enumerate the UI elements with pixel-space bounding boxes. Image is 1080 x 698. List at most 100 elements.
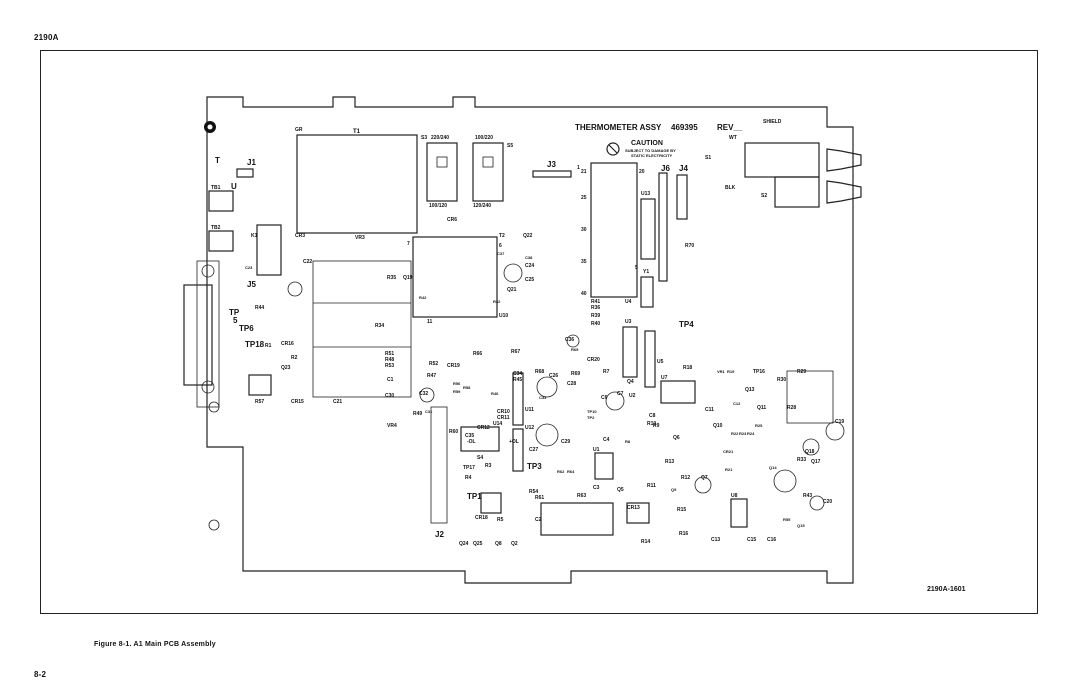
sensor-connector-s2 — [774, 176, 820, 208]
tp18-label: TP18 — [245, 340, 265, 349]
r70-label: R70 — [685, 243, 694, 249]
potentiometer-r14 — [626, 502, 650, 524]
r55-label: R55 — [783, 517, 791, 522]
t1-label: T1 — [353, 129, 361, 135]
j5-screw — [201, 264, 215, 278]
pin-40-label: 40 — [581, 291, 587, 297]
tp6-label: TP6 — [239, 324, 254, 333]
header-document-code: 2190A — [34, 33, 59, 42]
transformer-t2 — [412, 236, 498, 318]
c27-label: C27 — [529, 447, 538, 453]
r62-label: R62 — [557, 469, 565, 474]
q5-label: Q5 — [617, 487, 624, 493]
r64-label: R64 — [567, 469, 575, 474]
voltage-b-bottom: 120/240 — [473, 203, 491, 209]
board-outline — [206, 96, 854, 584]
capacitor-c32 — [419, 387, 435, 403]
vr3-label: VR3 — [355, 235, 365, 241]
q15-label: Q15 — [797, 523, 805, 528]
r61-label: R61 — [535, 495, 544, 501]
r9-label: R9 — [653, 423, 660, 429]
r4-label: R4 — [465, 475, 472, 481]
resistor-network-right — [786, 370, 834, 424]
r53-label: R53 — [385, 363, 394, 369]
voltage-a-top: 220/240 — [431, 135, 449, 141]
u12-label: U12 — [525, 425, 534, 431]
r45-label: R45 — [513, 377, 522, 383]
c31-label: C31 — [425, 409, 433, 414]
q22-label: Q22 — [523, 233, 533, 239]
vr4-label: VR4 — [387, 423, 397, 429]
c34-label: C34 — [513, 371, 522, 377]
r57-label: R57 — [255, 399, 264, 405]
crystal-y1 — [640, 276, 654, 308]
r14-label: R14 — [641, 539, 650, 545]
caution-line-2: STATIC ELECTRICITY — [631, 153, 673, 158]
j6-label: J6 — [661, 164, 670, 173]
shield-label: SHIELD — [763, 119, 782, 125]
figure-caption: Figure 8-1. A1 Main PCB Assembly — [94, 641, 216, 648]
pin-20-label: 20 — [639, 169, 645, 175]
tp3-label: TP3 — [527, 462, 542, 471]
u3-label: U3 — [625, 319, 632, 325]
capacitor-c20 — [809, 495, 825, 511]
t2-label: T2 — [499, 233, 505, 239]
switch-s3-knob — [436, 156, 448, 168]
cr13-label: CR13 — [627, 505, 640, 511]
esd-warning-icon-slash — [608, 144, 618, 154]
q24-label: Q24 — [459, 541, 469, 547]
r23-label: R23 — [739, 431, 747, 436]
r7-label: R7 — [603, 369, 610, 375]
r2-label: R2 — [291, 355, 298, 361]
j3-label: J3 — [547, 160, 556, 169]
pin-30-label: 30 — [581, 227, 587, 233]
u7-label: U7 — [661, 375, 668, 381]
vr1-label: VR1 — [717, 369, 726, 374]
cr6-label: CR6 — [447, 217, 457, 223]
r28-label: R28 — [787, 405, 796, 411]
j1-header — [236, 168, 254, 178]
cr20-label: CR20 — [587, 357, 600, 363]
wt-label: WT — [729, 135, 737, 141]
r30-label: R30 — [777, 377, 786, 383]
c36-label: C36 — [565, 337, 574, 343]
c6-label: C6 — [601, 395, 608, 401]
r44-label: R44 — [255, 305, 264, 311]
tp1-box — [480, 492, 502, 514]
r56-label: R56 — [453, 381, 461, 386]
figure-id: 2190A-1601 — [927, 586, 966, 593]
tp1-label: TP1 — [467, 492, 482, 501]
s2-label: S2 — [761, 193, 767, 199]
q11-label: Q11 — [757, 405, 766, 411]
r15-label: R15 — [677, 507, 686, 513]
j4-header — [676, 174, 688, 220]
pin-1-label: 1 — [577, 165, 580, 171]
q4-label: Q4 — [627, 379, 634, 385]
c22-label: C22 — [303, 259, 312, 265]
caution-title: CAUTION — [631, 140, 663, 147]
capacitor-c2 — [540, 502, 614, 536]
switch-s5-knob — [482, 156, 494, 168]
gr-label: GR — [295, 127, 303, 133]
pcb-assembly-drawing: THERMOMETER ASSY 469395 REV__ SHIELD CAU… — [183, 96, 966, 593]
c24-label: C24 — [525, 263, 534, 269]
pin-11-label: 11 — [427, 319, 433, 325]
plus-ol-label: +OL — [509, 439, 519, 445]
c33-label: C33 — [539, 395, 547, 400]
tp17-label: TP17 — [463, 465, 475, 471]
u-label: U — [231, 182, 237, 191]
r18-label: R18 — [683, 365, 692, 371]
r67-label: R67 — [511, 349, 520, 355]
c32-label: C32 — [419, 391, 428, 397]
c16-label: C16 — [767, 537, 776, 543]
c25-label: C25 — [525, 277, 534, 283]
cr16-label: CR16 — [281, 341, 294, 347]
q23-label: Q23 — [281, 365, 291, 371]
j1-label: J1 — [247, 158, 256, 167]
r59-label: R59 — [453, 389, 461, 394]
capacitor-c25 — [503, 263, 523, 283]
u11-label: U11 — [525, 407, 534, 413]
q2-label: Q2 — [511, 541, 518, 547]
r1-label: R1 — [265, 343, 272, 349]
r66-label: R66 — [473, 351, 482, 357]
